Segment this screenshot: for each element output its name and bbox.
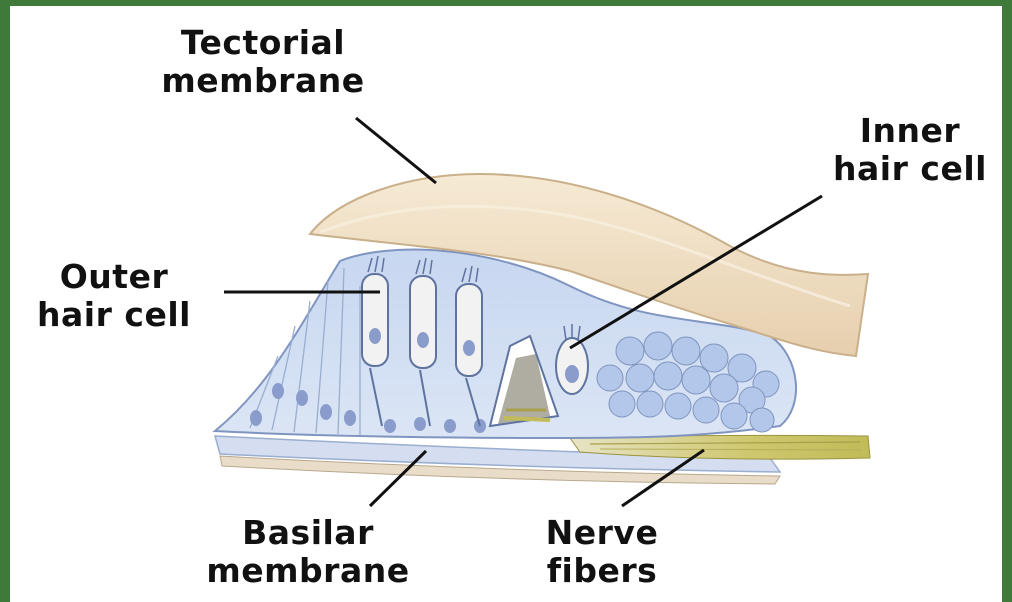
inner-label-line2: hair cell (818, 150, 1002, 188)
tectorial-label-line1: Tectorial (148, 24, 378, 62)
tectorial-leader-line (356, 118, 436, 183)
inner-label-line1: Inner (818, 112, 1002, 150)
inner-hair-cell-label: Inner hair cell (818, 112, 1002, 188)
basilar-label-line1: Basilar (188, 514, 428, 552)
tectorial-membrane-label: Tectorial membrane (148, 24, 378, 100)
basilar-membrane-label: Basilar membrane (188, 514, 428, 590)
outer-label-line1: Outer (14, 258, 214, 296)
nerve-label-line1: Nerve (522, 514, 682, 552)
nerve-label-line2: fibers (522, 552, 682, 590)
tectorial-label-line2: membrane (148, 62, 378, 100)
basilar-label-line2: membrane (188, 552, 428, 590)
nerve-fibers-label: Nerve fibers (522, 514, 682, 590)
outer-hair-cell-label: Outer hair cell (14, 258, 214, 334)
diagram-frame: Tectorial membrane Inner hair cell Outer… (10, 6, 1002, 602)
outer-label-line2: hair cell (14, 296, 214, 334)
